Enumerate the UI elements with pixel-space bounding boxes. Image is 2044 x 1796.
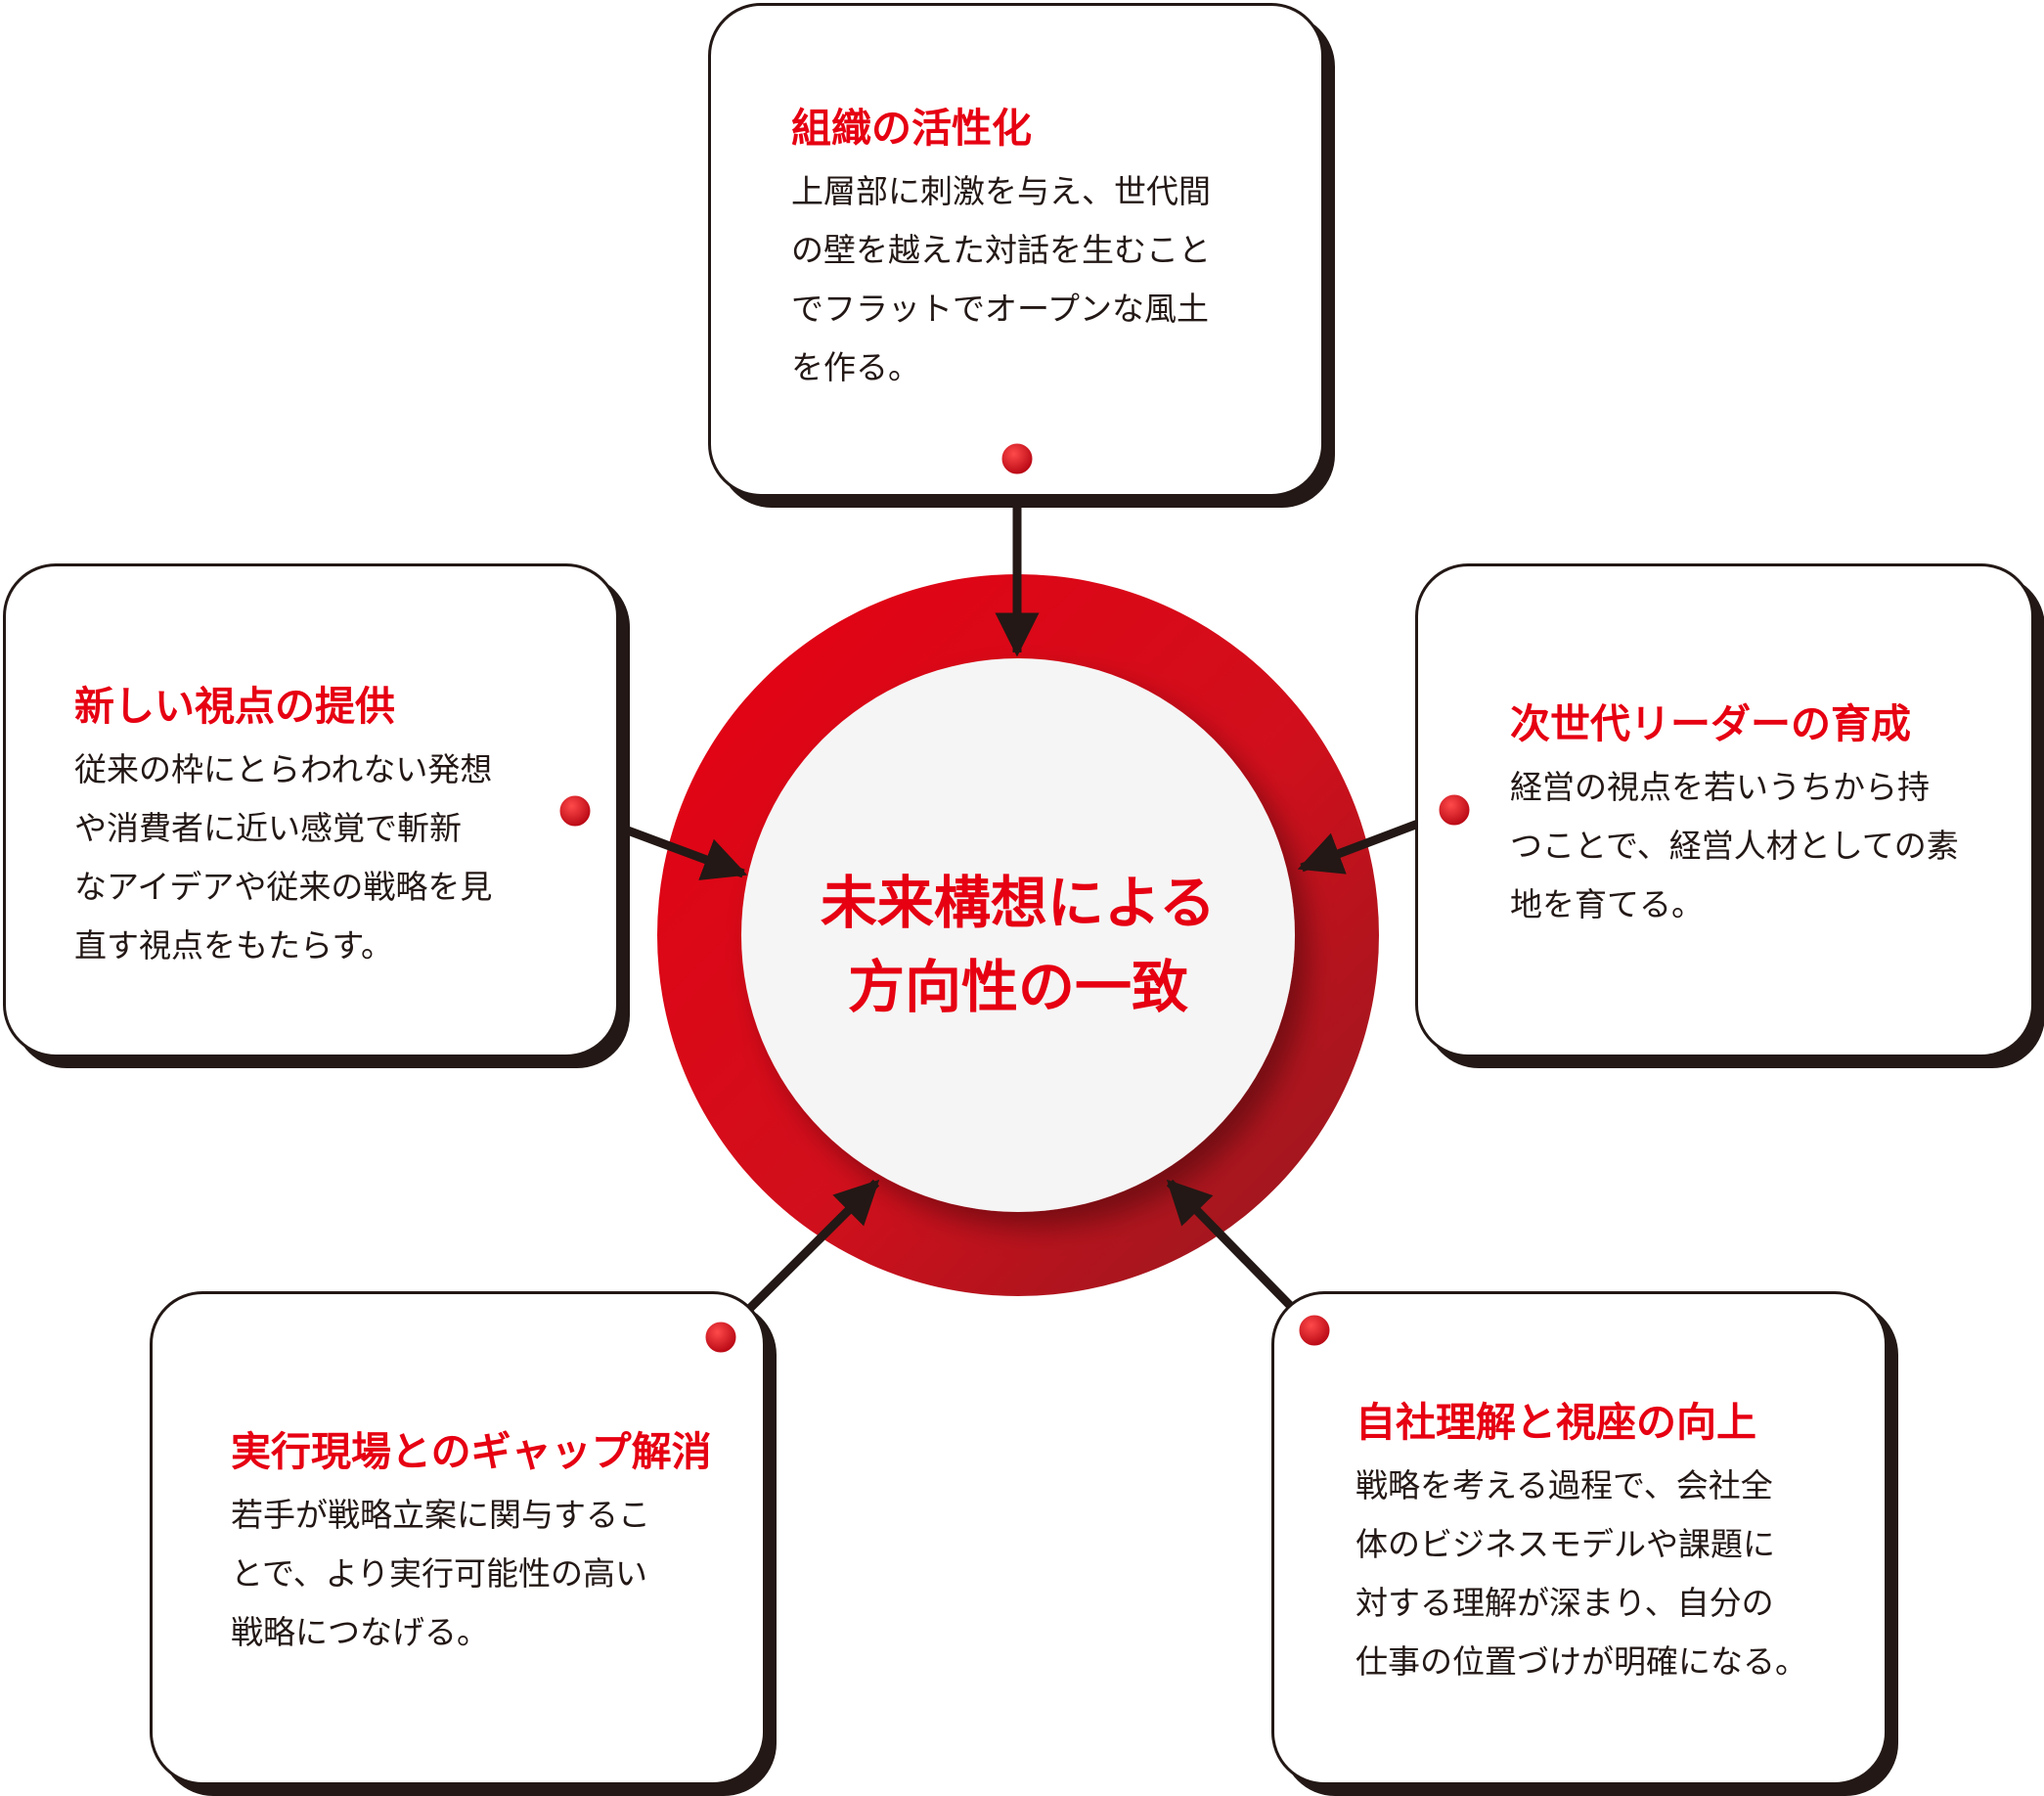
card-line: とで、より実行可能性の高い	[231, 1554, 648, 1593]
card-line: なアイデアや従来の戦略を見	[74, 868, 493, 906]
connector-dot-bottom-left	[702, 1319, 739, 1356]
card-line: を作る。	[791, 348, 920, 386]
card-body: 若手が戦略立案に関与するこ とで、より実行可能性の高い 戦略につなげる。	[231, 1486, 763, 1662]
connector-dot-bottom-right	[1296, 1312, 1333, 1349]
card-title: 次世代リーダーの育成	[1510, 700, 1911, 747]
card-line: 仕事の位置づけが明確になる。	[1355, 1642, 1807, 1681]
card-title: 新しい視点の提供	[74, 683, 395, 730]
connector-dot-top	[999, 440, 1036, 477]
center-label-line: 未来構想による	[820, 870, 1217, 936]
card-line: 上層部に刺激を与え、世代間	[791, 172, 1211, 210]
card-line: の壁を越えた対話を生むこと	[791, 231, 1211, 269]
card-line: 直す視点をもたらす。	[74, 926, 394, 965]
card-title: 実行現場とのギャップ解消	[231, 1428, 712, 1475]
card-line: 対する理解が深まり、自分の	[1355, 1584, 1774, 1622]
card-line: つことで、経営人材としての素	[1510, 827, 1959, 865]
card-body: 戦略を考える過程で、会社全 体のビジネスモデルや課題に 対する理解が深まり、自分…	[1355, 1457, 1885, 1691]
card-body: 経営の視点を若いうちから持 つことで、経営人材としての素 地を育てる。	[1510, 758, 2031, 934]
card-line: 戦略につなげる。	[231, 1613, 489, 1651]
center-label: 未来構想による 方向性の一致	[741, 861, 1295, 1029]
card-execution-gap: 実行現場とのギャップ解消 若手が戦略立案に関与するこ とで、より実行可能性の高い…	[150, 1291, 766, 1785]
card-line: 若手が戦略立案に関与するこ	[231, 1496, 650, 1534]
card-line: 体のビジネスモデルや課題に	[1355, 1525, 1775, 1563]
inner-circle	[741, 658, 1295, 1212]
card-line: 戦略を考える過程で、会社全	[1355, 1466, 1773, 1504]
card-line: 経営の視点を若いうちから持	[1510, 768, 1930, 806]
card-line: 従来の枠にとらわれない発想	[74, 750, 493, 788]
card-company-understanding: 自社理解と視座の向上 戦略を考える過程で、会社全 体のビジネスモデルや課題に 対…	[1271, 1291, 1888, 1785]
card-title: 自社理解と視座の向上	[1355, 1399, 1756, 1446]
card-next-leaders: 次世代リーダーの育成 経営の視点を若いうちから持 つことで、経営人材としての素 …	[1415, 563, 2034, 1057]
card-title: 組織の活性化	[791, 105, 1032, 152]
center-label-line: 方向性の一致	[847, 954, 1188, 1020]
card-body: 従来の枠にとらわれない発想 や消費者に近い感覚で斬新 なアイデアや従来の戦略を見…	[74, 741, 616, 975]
card-line: や消費者に近い感覚で斬新	[74, 809, 462, 847]
connector-dot-left	[556, 792, 594, 830]
card-body: 上層部に刺激を与え、世代間 の壁を越えた対話を生むこと でフラットでオープンな風…	[791, 162, 1321, 397]
card-line: 地を育てる。	[1510, 885, 1704, 923]
connector-dot-right	[1436, 791, 1473, 829]
card-new-perspective: 新しい視点の提供 従来の枠にとらわれない発想 や消費者に近い感覚で斬新 なアイデ…	[3, 563, 619, 1057]
card-line: でフラットでオープンな風土	[791, 290, 1210, 328]
card-organization-activation: 組織の活性化 上層部に刺激を与え、世代間 の壁を越えた対話を生むこと でフラット…	[708, 3, 1324, 497]
